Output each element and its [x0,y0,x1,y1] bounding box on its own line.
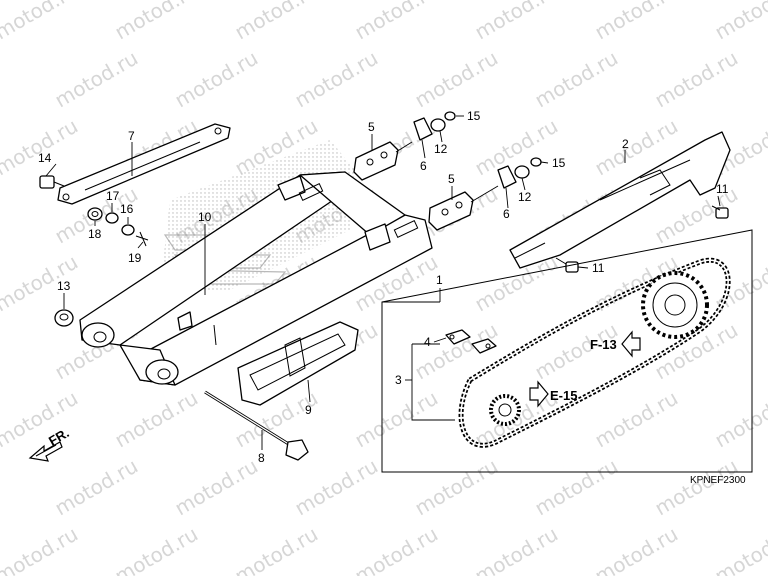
watermark-text: motod.ru [171,454,262,521]
reference-e15: E-15 [529,380,577,408]
callout-1: 1 [436,273,443,287]
callout-3: 3 [395,373,402,387]
part-plate-6-upper [413,117,433,141]
part-bolt-14 [39,175,65,189]
front-direction-label: FR. [46,425,72,448]
part-chain-adjuster-5-upper [353,141,413,181]
watermark-text: motod.ru [0,0,82,44]
watermark-text: motod.ru [351,522,442,576]
part-chain-slider-9 [237,321,359,406]
callout-10: 10 [198,210,212,224]
watermark-text: motod.ru [471,0,562,44]
part-bushing-13 [54,309,74,327]
callout-12-upper: 12 [434,142,448,156]
part-chain-adjuster-5-lower [428,185,499,231]
callout-11-left: 11 [592,261,605,275]
watermark-text: motod.ru [111,522,202,576]
callout-13: 13 [57,279,71,293]
callout-15-upper: 15 [467,109,481,123]
part-nut-12-upper [430,118,446,132]
callout-17: 17 [106,189,120,203]
part-nut-15-upper [444,111,456,121]
callout-layer: 7 14 17 16 18 19 10 13 5 5 6 6 12 12 15 … [38,109,729,465]
part-chain-case-2 [509,131,731,269]
callout-8: 8 [258,451,265,465]
watermark-text: motod.ru [471,522,562,576]
watermark-text: motod.ru [591,522,682,576]
callout-15-lower: 15 [552,156,566,170]
callout-6-lower: 6 [503,207,510,221]
watermark-text: motod.ru [291,454,382,521]
callout-12-lower: 12 [518,190,532,204]
watermark-text: motod.ru [291,46,382,113]
drive-chain-panel [381,229,753,473]
part-washers [87,207,149,247]
watermark-text: motod.ru [111,386,202,453]
part-bolt-11-right [711,205,729,219]
watermark-text: motod.ru [711,386,768,453]
part-pivot-bolt-8 [204,390,309,461]
watermark-text: motod.ru [111,0,202,44]
part-swingarm-10 [79,171,433,386]
part-plate-6-lower [497,165,517,189]
watermark-text: motod.ru [351,0,442,44]
watermark-text: motod.ru [411,318,502,385]
callout-5-upper: 5 [368,120,375,134]
watermark-text: motod.ru [0,386,82,453]
part-nut-12-lower [514,165,530,179]
callout-5-lower: 5 [448,172,455,186]
watermark-text: motod.ru [531,46,622,113]
watermark-text: motod.ru [171,46,262,113]
diagram-code: KPNEF2300 [690,475,746,486]
watermark-text: motod.ru [411,454,502,521]
watermark-text: motod.ru [351,386,442,453]
callout-18: 18 [88,227,102,241]
reference-f13: F-13 [590,330,641,358]
watermark-text: motod.ru [231,522,322,576]
part-nut-15-lower [530,157,542,167]
callout-16: 16 [120,202,134,216]
callout-14: 14 [38,151,52,165]
watermark-text: motod.ru [651,46,742,113]
watermark-text: motod.ru [231,0,322,44]
watermark-text: motod.ru [651,454,742,521]
watermark-text: motod.ru [0,522,82,576]
callout-11-right: 11 [716,182,729,196]
callout-2: 2 [622,137,629,151]
watermark-text: motod.ru [51,454,142,521]
leader-lines [45,115,721,450]
callout-19: 19 [128,251,142,265]
watermark-text: motod.ru [591,386,682,453]
reference-f13-label: F-13 [590,337,617,352]
watermark-text: motod.ru [591,0,682,44]
watermark-text: motod.ru [0,114,82,181]
callout-6-upper: 6 [420,159,427,173]
watermark-text: motod.ru [531,454,622,521]
reference-e15-label: E-15 [550,388,577,403]
callout-4: 4 [424,335,431,349]
callout-7: 7 [128,129,135,143]
callout-9: 9 [305,403,312,417]
part-chain-stay-7 [57,123,231,205]
watermark-text: motod.ru [51,46,142,113]
watermark-text: motod.ru [411,46,502,113]
watermark-text: motod.ru [711,0,768,44]
watermark-text: motod.ru [711,522,768,576]
part-joint-4 [445,329,497,354]
